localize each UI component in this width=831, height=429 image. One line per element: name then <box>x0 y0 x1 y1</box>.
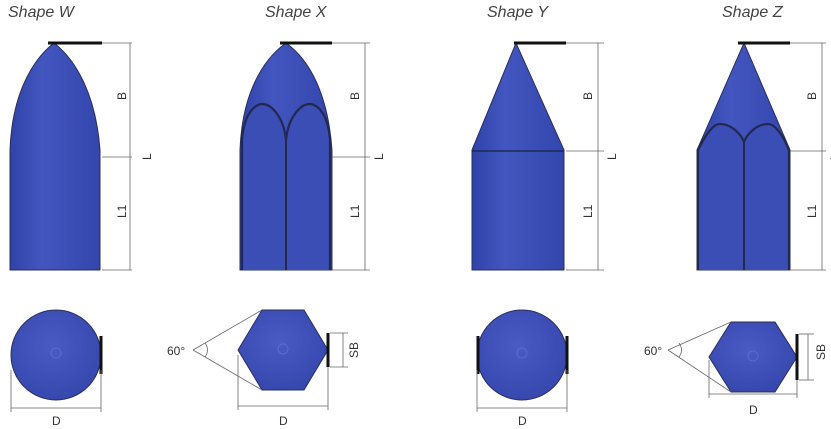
shape-z-dim-sb <box>799 333 814 381</box>
shape-x-dim-sb <box>330 332 348 368</box>
shape-x-title: Shape X <box>265 4 327 21</box>
shape-x-label-angle: 60° <box>167 344 185 358</box>
shape-z-side-view <box>696 41 791 271</box>
shape-w-cross-section <box>10 309 103 401</box>
shape-z-label-angle: 60° <box>644 344 662 358</box>
shape-z-label-l1: L1 <box>805 204 819 218</box>
shape-w-label-l: L <box>140 153 154 160</box>
shape-x-label-l1: L1 <box>348 204 362 218</box>
shape-y-cross-section <box>476 309 569 401</box>
shape-z-angle-marker <box>667 321 732 393</box>
shape-y-label-b: B <box>581 92 595 100</box>
shape-y-title: Shape Y <box>487 4 549 21</box>
shape-y-label-l1: L1 <box>581 204 595 218</box>
shape-w-label-d: D <box>52 414 61 428</box>
shape-x-label-d: D <box>279 414 288 428</box>
shape-w-dim-d <box>10 370 102 412</box>
shape-x-label-l: L <box>372 153 386 160</box>
shape-w-dimensions <box>102 42 132 271</box>
shape-x-angle-marker <box>192 309 263 391</box>
shape-x-dimensions <box>332 42 370 271</box>
shape-w-title: Shape W <box>8 4 74 21</box>
shape-z-dim-d <box>708 360 798 398</box>
shape-x-side-view <box>239 41 333 271</box>
shape-x-label-b: B <box>348 92 362 100</box>
shape-y-dim-d <box>476 370 568 412</box>
shape-x-cross-section <box>237 309 330 391</box>
shape-w-label-b: B <box>115 92 129 100</box>
shape-x-label-sb: SB <box>347 342 361 358</box>
shape-z-label-sb: SB <box>814 344 828 360</box>
shape-z-cross-section <box>708 321 799 393</box>
shape-z-label-b: B <box>805 92 819 100</box>
shape-y-dimensions <box>566 42 604 271</box>
shape-z-label-d: D <box>749 403 758 417</box>
shape-z-dimensions <box>790 42 826 271</box>
shape-z-label-l: L <box>828 153 831 160</box>
shape-w-side-view <box>9 41 102 271</box>
shape-w-label-l1: L1 <box>115 204 129 218</box>
shape-y-label-d: D <box>518 414 527 428</box>
shape-y-label-l: L <box>605 153 619 160</box>
shape-z-title: Shape Z <box>722 4 783 21</box>
shape-y-side-view <box>471 41 566 271</box>
shape-x-dim-d <box>237 355 329 410</box>
